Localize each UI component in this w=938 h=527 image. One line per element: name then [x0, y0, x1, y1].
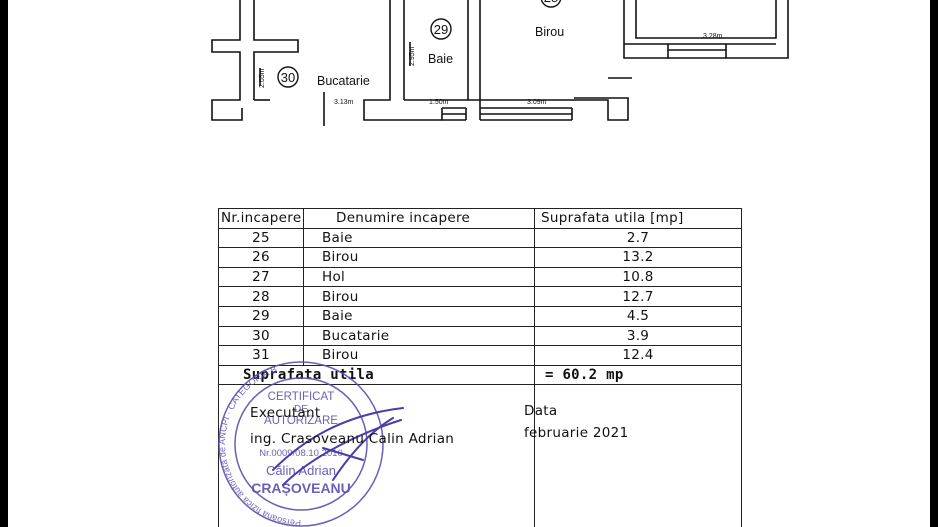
- dimension-label: 3.13m: [334, 99, 354, 106]
- area-table: Nr.incapere Denumire incapere Suprafata …: [218, 208, 742, 527]
- table-row: 29 Baie 4.5: [218, 305, 742, 327]
- cell-name: Bucatarie: [303, 325, 535, 347]
- cell-area: 12.4: [534, 345, 742, 366]
- cell-area: 2.7: [534, 227, 742, 249]
- cell-nr: 29: [218, 305, 304, 327]
- cell-area: 10.8: [534, 266, 742, 288]
- cell-area: 13.2: [534, 247, 742, 268]
- document-page: 30 Bucatarie 29 Baie 28 Birou 3.28m 2.05…: [8, 0, 930, 527]
- cell-nr: 26: [218, 247, 304, 268]
- date-block: Data februarie 2021: [524, 400, 628, 444]
- executant-label: Executant: [250, 405, 321, 421]
- room-name-birou: Birou: [535, 25, 564, 39]
- table-row: 26 Birou 13.2: [218, 247, 742, 268]
- cell-name: Baie: [303, 305, 535, 327]
- stamp-line: Nr.0009/08.10.2010: [259, 448, 342, 459]
- dimension-label: 1.50m: [429, 99, 449, 106]
- table-row: 31 Birou 12.4: [218, 345, 742, 366]
- table-row: 25 Baie 2.7: [218, 227, 742, 249]
- column-header-area: Suprafata utila [mp]: [534, 208, 742, 229]
- cell-nr: 30: [218, 325, 304, 347]
- date-label: Data: [524, 403, 558, 419]
- table-header-row: Nr.incapere Denumire incapere Suprafata …: [218, 208, 742, 229]
- dimension-label: 2.95m: [409, 46, 416, 66]
- cell-area: 12.7: [534, 286, 742, 307]
- floor-plan: 30 Bucatarie 29 Baie 28 Birou 3.28m 2.05…: [211, 0, 789, 126]
- stamp-line: CERTIFICAT: [268, 391, 335, 403]
- stamp-line: AUTORIZARE: [264, 415, 338, 427]
- signature-scribble: [272, 407, 404, 486]
- cell-area: 4.5: [534, 305, 742, 327]
- room-number-28: 28: [544, 0, 558, 5]
- signature-row: [218, 384, 742, 527]
- stamp-line: DE: [294, 404, 308, 415]
- cell-nr: 25: [218, 227, 304, 249]
- certification-stamp: Persoană fizică autorizată de ANCPI · CA…: [217, 361, 404, 527]
- cell-nr: 31: [218, 345, 304, 366]
- column-header-nr: Nr.incapere: [218, 208, 304, 229]
- table-row: 28 Birou 12.7: [218, 286, 742, 307]
- cell-name: Hol: [303, 266, 535, 288]
- room-number-circle: [540, 0, 562, 8]
- dimension-label: 3.09m: [527, 99, 547, 106]
- dimension-label: 3.28m: [703, 33, 723, 40]
- executant-block: Executant ing. Crasoveanu Calin Adrian: [250, 404, 454, 449]
- cell-name: Baie: [303, 227, 535, 249]
- cell-area: 3.9: [534, 325, 742, 347]
- room-name-bucatarie: Bucatarie: [317, 74, 370, 88]
- date-value: februarie 2021: [524, 425, 629, 441]
- column-header-name: Denumire incapere: [303, 208, 535, 229]
- table-row: 27 Hol 10.8: [218, 266, 742, 288]
- total-row: Suprafata utila = 60.2 mp: [218, 364, 742, 386]
- cell-nr: 27: [218, 266, 304, 288]
- cell-name: Birou: [303, 247, 535, 268]
- executant-name: ing. Crasoveanu Calin Adrian: [250, 431, 455, 447]
- total-value: = 60.2 mp: [534, 364, 742, 386]
- room-name-baie: Baie: [428, 52, 453, 66]
- room-number-29: 29: [434, 22, 448, 37]
- room-number-30: 30: [281, 70, 295, 85]
- room-number-circle: [430, 18, 452, 40]
- cell-name: Birou: [303, 286, 535, 307]
- cell-nr: 28: [218, 286, 304, 307]
- table-row: 30 Bucatarie 3.9: [218, 325, 742, 347]
- date-cell: [534, 384, 742, 527]
- stamp-line: CRAȘOVEANU: [251, 480, 351, 496]
- dimension-label: 2.05m: [259, 68, 266, 88]
- room-number-circle: [277, 66, 299, 88]
